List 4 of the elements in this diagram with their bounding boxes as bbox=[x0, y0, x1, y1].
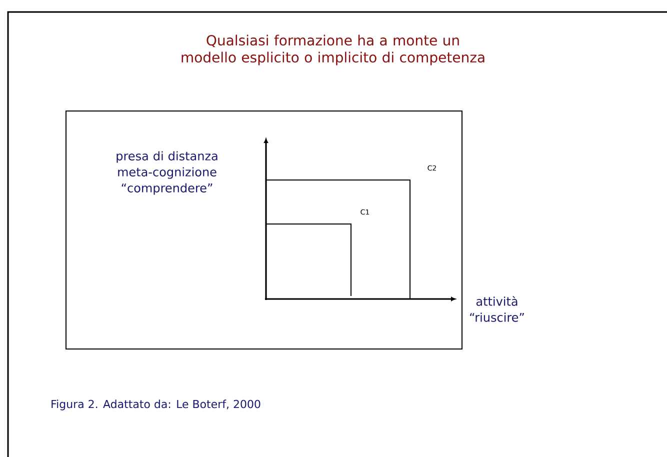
axis-label: presa di distanza meta-cognizione “comprendere” bbox=[116, 151, 218, 195]
caption: Figura 2. Adattato da: Le Boterf, 2000 bbox=[52, 400, 260, 410]
axis-label: attività “riuscire” bbox=[470, 296, 524, 322]
title: Qualsiasi formazione ha a monte un modello esplicito o implicito di competenza bbox=[182, 34, 484, 66]
